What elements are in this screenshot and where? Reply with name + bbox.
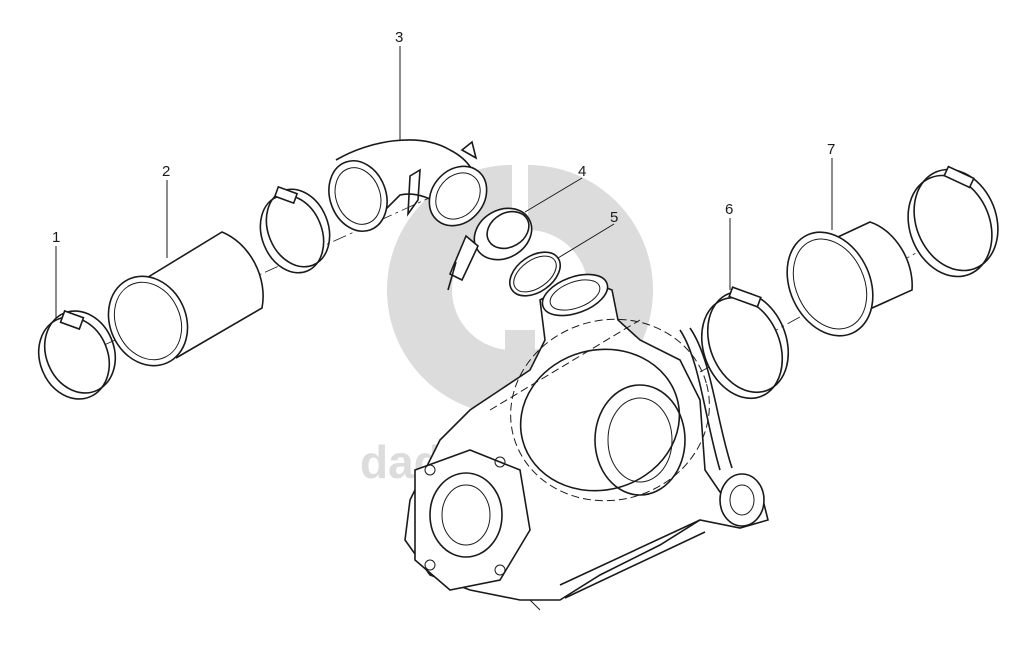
part-2-sleeve[interactable]	[94, 231, 264, 379]
leader-4	[524, 177, 583, 213]
leader-5	[557, 223, 615, 259]
callout-2: 2	[162, 163, 170, 180]
callout-6: 6	[725, 201, 733, 218]
part-5-o-ring-inner	[513, 255, 557, 293]
part-7-sleeve[interactable]	[771, 218, 913, 350]
part-3-clamp[interactable]	[249, 180, 341, 283]
turbocharger-assembly[interactable]	[404, 266, 769, 611]
callout-5: 5	[610, 209, 618, 226]
part-1-hose-clamp[interactable]	[27, 300, 128, 409]
part-6-hose-clamp[interactable]	[687, 280, 802, 411]
part-3-elbow[interactable]	[319, 139, 498, 239]
part-4-vband-clamp[interactable]	[447, 198, 541, 291]
part-5-o-ring[interactable]	[502, 243, 569, 305]
callout-4: 4	[578, 163, 586, 180]
callout-1: 1	[52, 229, 60, 246]
part-7-hose-clamp[interactable]	[893, 157, 1012, 289]
callout-7: 7	[827, 141, 835, 158]
callout-3: 3	[395, 29, 403, 46]
